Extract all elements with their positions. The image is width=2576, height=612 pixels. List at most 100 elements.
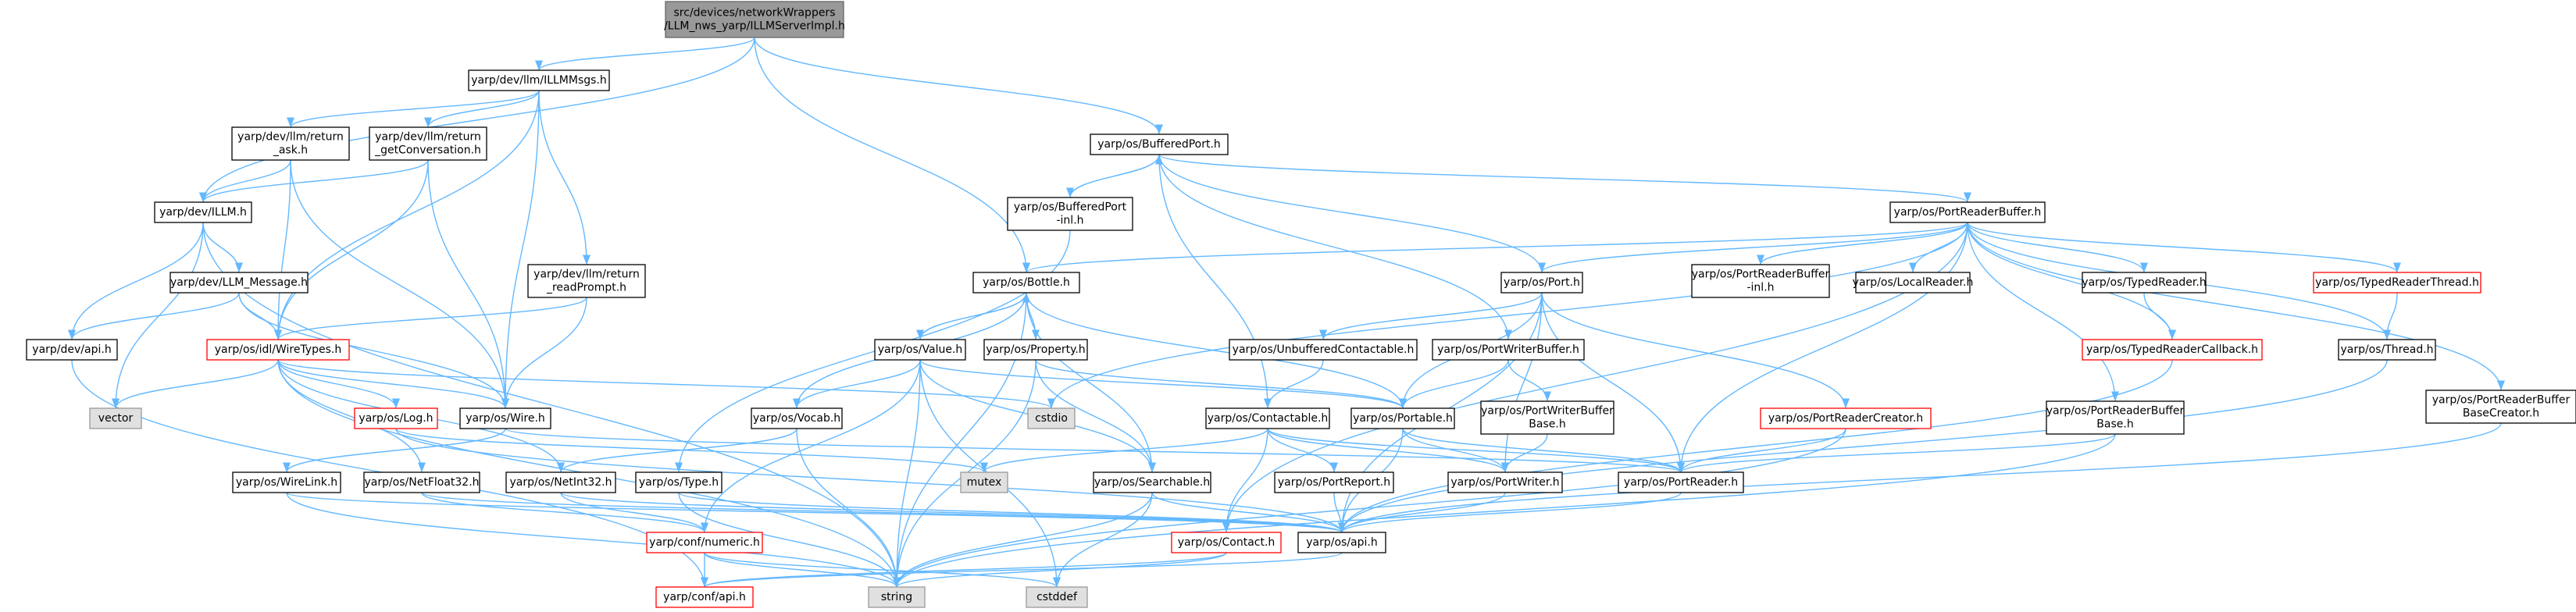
- edge: [1158, 154, 1272, 409]
- node-portwriter[interactable]: yarp/os/PortWriter.h: [1447, 471, 1563, 493]
- node-mutex[interactable]: mutex: [960, 471, 1008, 493]
- edge-netfloat32-to-numeric: [421, 492, 708, 533]
- node-llm_message[interactable]: yarp/dev/LLM_Message.h: [169, 272, 309, 294]
- edge-llm_message-to-wiretypes: [238, 292, 283, 340]
- node-searchable[interactable]: yarp/os/Searchable.h: [1093, 471, 1211, 493]
- edge-wirelink-to-string: [286, 492, 901, 588]
- node-box: [154, 201, 252, 223]
- edge: [1267, 428, 1339, 473]
- node-box: [1026, 586, 1088, 608]
- edge-value-to-bottle: [919, 292, 1030, 340]
- node-unbuffered[interactable]: yarp/os/UnbufferedContactable.h: [1229, 339, 1418, 361]
- node-type[interactable]: yarp/os/Type.h: [635, 471, 722, 493]
- edge-ret_ask-to-wire: [290, 159, 510, 409]
- node-conf_api[interactable]: yarp/conf/api.h: [655, 586, 754, 608]
- node-label: yarp/dev/llm/ILLMMsgs.h: [471, 74, 607, 87]
- edge-vocab-to-string: [796, 428, 901, 588]
- node-localreader[interactable]: yarp/os/LocalReader.h: [1853, 272, 1974, 294]
- node-wiretypes[interactable]: yarp/os/idl/WireTypes.h: [206, 339, 350, 361]
- node-thread[interactable]: yarp/os/Thread.h: [2338, 339, 2436, 361]
- edge: [893, 433, 2116, 588]
- edge-llmmsgs-to-wire: [501, 90, 540, 409]
- node-string[interactable]: string: [868, 586, 926, 608]
- node-netfloat32[interactable]: yarp/os/NetFloat32.h: [363, 471, 480, 493]
- node-bufferedport[interactable]: yarp/os/BufferedPort.h: [1090, 133, 1229, 155]
- node-portreaderbuffer[interactable]: yarp/os/PortReaderBuffer.h: [1889, 201, 2046, 223]
- node-label: yarp/os/BufferedPort: [1014, 201, 1127, 214]
- edge-portreader-to-os_api: [1338, 492, 1682, 533]
- node-os_api[interactable]: yarp/os/api.h: [1297, 532, 1386, 553]
- node-portwriterbuffer[interactable]: yarp/os/PortWriterBuffer.h: [1432, 339, 1585, 361]
- node-port[interactable]: yarp/os/Port.h: [1500, 272, 1583, 294]
- node-value[interactable]: yarp/os/Value.h: [874, 339, 966, 361]
- edge: [704, 552, 901, 588]
- node-typedreader[interactable]: yarp/os/TypedReader.h: [2082, 272, 2207, 294]
- node-label: yarp/os/Searchable.h: [1094, 476, 1210, 489]
- edge-llmmsgs-to-wiretypes: [273, 90, 540, 340]
- node-portreport[interactable]: yarp/os/PortReport.h: [1274, 471, 1394, 493]
- edge-port-to-portwriter: [1500, 292, 1543, 473]
- edge: [1035, 359, 1407, 409]
- node-contactable[interactable]: yarp/os/Contactable.h: [1205, 407, 1330, 429]
- node-portreader[interactable]: yarp/os/PortReader.h: [1618, 471, 1744, 493]
- edge: [112, 359, 279, 409]
- node-label: -inl.h: [1056, 215, 1083, 227]
- edge: [1967, 222, 2120, 402]
- edge-portable-to-portreader: [1402, 428, 1685, 473]
- edge: [1158, 154, 1971, 203]
- node-dev_api[interactable]: yarp/dev/api.h: [26, 339, 118, 361]
- node-vocab[interactable]: yarp/os/Vocab.h: [751, 407, 843, 429]
- edge-llm_message-to-dev_api: [68, 292, 240, 340]
- edge-log-to-os_api: [395, 428, 1346, 533]
- edge-portable-to-portwriter: [1402, 428, 1509, 473]
- node-portable[interactable]: yarp/os/Portable.h: [1350, 407, 1455, 429]
- edge-ret_getconv-to-illm: [199, 159, 429, 203]
- node-portreadercreator[interactable]: yarp/os/PortReaderCreator.h: [1760, 407, 1932, 429]
- edge-ret_ask-to-wiretypes: [273, 159, 291, 340]
- edge: [919, 359, 1407, 409]
- edge-property-to-searchable: [1035, 359, 1157, 473]
- node-box: [665, 1, 844, 38]
- node-bottle[interactable]: yarp/os/Bottle.h: [972, 272, 1080, 294]
- edge-bottle-to-portable: [1026, 292, 1407, 409]
- edge-port-to-unbuffered: [1319, 292, 1543, 340]
- edge: [1338, 492, 1506, 533]
- node-vector[interactable]: vector: [89, 407, 142, 429]
- edge: [1026, 292, 1407, 409]
- node-typedreaderthread[interactable]: yarp/os/TypedReaderThread.h: [2313, 272, 2481, 294]
- edge-wire-to-portreader: [505, 428, 1685, 473]
- edge: [1267, 428, 1509, 473]
- edge-portreaderbuffer-to-bottle: [1022, 222, 1968, 273]
- node-ret_readprompt[interactable]: yarp/dev/llm/return_readPrompt.h: [527, 264, 646, 298]
- node-root[interactable]: src/devices/networkWrappers/LLM_nws_yarp…: [664, 1, 845, 38]
- node-log[interactable]: yarp/os/Log.h: [354, 407, 438, 429]
- node-box: [468, 69, 610, 91]
- node-netint32[interactable]: yarp/os/NetInt32.h: [505, 471, 616, 493]
- node-illm[interactable]: yarp/dev/ILLM.h: [154, 201, 252, 223]
- node-wire[interactable]: yarp/os/Wire.h: [459, 407, 551, 429]
- node-wirelink[interactable]: yarp/os/WireLink.h: [232, 471, 341, 493]
- node-box: [1007, 197, 1133, 231]
- edge: [980, 428, 1268, 473]
- node-property[interactable]: yarp/os/Property.h: [983, 339, 1088, 361]
- node-prb_inl[interactable]: yarp/os/PortReaderBuffer-inl.h: [1691, 264, 1830, 298]
- node-ret_getconv[interactable]: yarp/dev/llm/return_getConversation.h: [369, 126, 487, 161]
- node-typedreadercallback[interactable]: yarp/os/TypedReaderCallback.h: [2082, 339, 2263, 361]
- node-ret_ask[interactable]: yarp/dev/llm/return_ask.h: [231, 126, 350, 161]
- node-label: yarp/os/WireLink.h: [236, 476, 337, 489]
- node-box: [1090, 133, 1229, 155]
- node-label: yarp/os/PortReaderBuffer: [2046, 405, 2185, 418]
- node-cstddef[interactable]: cstddef: [1026, 586, 1088, 608]
- node-bufferedport_inl[interactable]: yarp/os/BufferedPort-inl.h: [1007, 197, 1133, 231]
- node-numeric[interactable]: yarp/conf/numeric.h: [646, 532, 763, 553]
- edge-llmmsgs-to-ret_readprompt: [538, 90, 591, 265]
- node-box: [1027, 407, 1076, 429]
- node-contact[interactable]: yarp/os/Contact.h: [1171, 532, 1282, 553]
- node-box: [26, 339, 118, 361]
- node-label: vector: [98, 412, 134, 425]
- node-cstdio[interactable]: cstdio: [1027, 407, 1076, 429]
- node-llmmsgs[interactable]: yarp/dev/llm/ILLMMsgs.h: [468, 69, 610, 91]
